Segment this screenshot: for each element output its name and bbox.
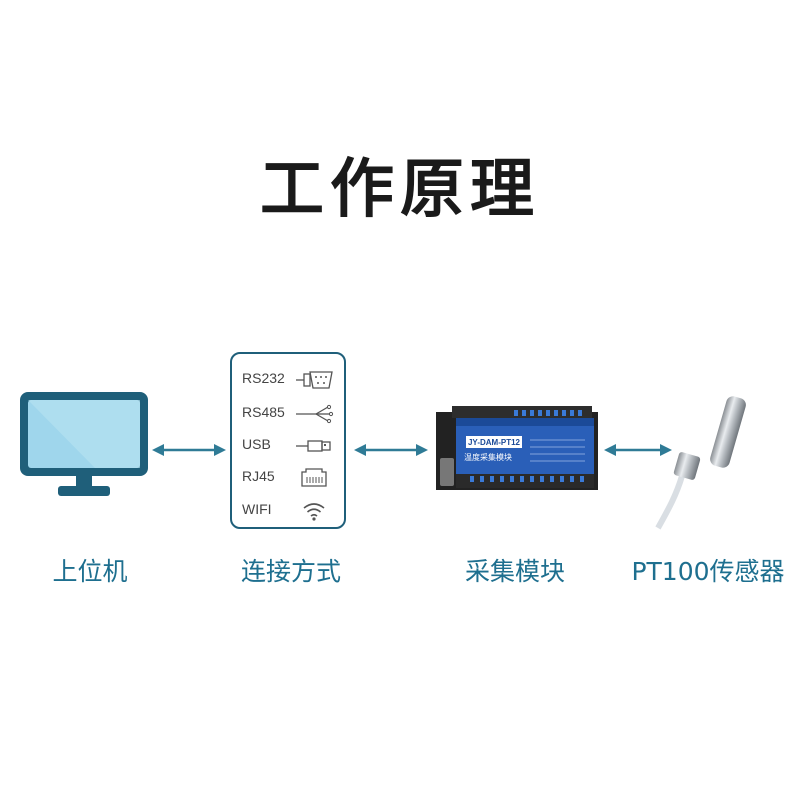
label-sensor: PT100传感器 — [631, 557, 785, 586]
module-subtitle: 温度采集模块 — [464, 452, 512, 462]
arrow-host-connection — [152, 444, 226, 456]
connection-label-rs485: RS485 — [242, 404, 285, 420]
db9-connector-icon — [296, 371, 333, 389]
connection-method-box: RS232 RS485 USB RJ45 — [230, 352, 346, 529]
module-model: JY-DAM-PT12 — [468, 438, 521, 447]
connection-item-rj45: RJ45 — [232, 466, 348, 490]
label-host: 上位机 — [52, 557, 128, 586]
arrow-connection-module — [354, 444, 428, 456]
page-title: 工作原理 — [260, 153, 540, 227]
probe-sensor — [655, 396, 746, 530]
label-connection: 连接方式 — [240, 557, 341, 586]
monitor-icon — [20, 392, 148, 496]
ethernet-port-icon — [301, 468, 327, 487]
arrow-module-sensor — [604, 444, 672, 456]
connection-item-rs232: RS232 — [232, 368, 348, 392]
connection-label-usb: USB — [242, 436, 271, 452]
usb-plug-icon — [296, 440, 331, 452]
connection-label-wifi: WIFI — [242, 501, 272, 517]
label-module: 采集模块 — [464, 557, 565, 586]
connection-item-rs485: RS485 — [232, 402, 348, 426]
connection-label-rs232: RS232 — [242, 370, 285, 386]
connection-label-rj45: RJ45 — [242, 468, 275, 484]
connection-item-usb: USB — [232, 434, 348, 458]
wifi-icon — [303, 503, 325, 521]
bus-split-icon — [296, 404, 334, 424]
connection-item-wifi: WIFI — [232, 499, 348, 523]
device-module: JY-DAM-PT12 温度采集模块 — [436, 406, 598, 490]
